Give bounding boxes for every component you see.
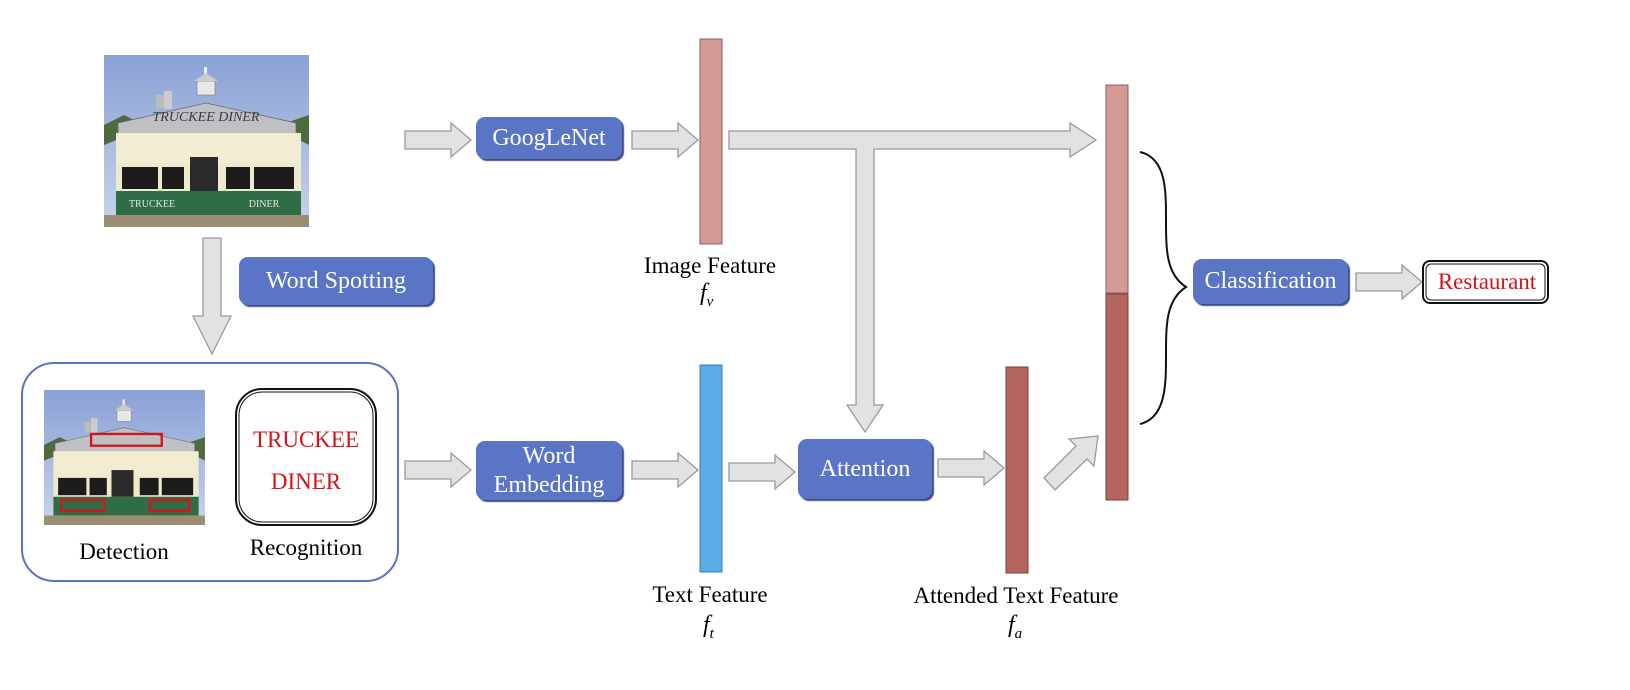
text-feature-symbol: ft bbox=[703, 612, 714, 642]
photo-sign-text: TRUCKEE DINER bbox=[153, 110, 260, 125]
word-embedding-box: Word Embedding bbox=[476, 441, 622, 500]
concat-text-part bbox=[1105, 293, 1129, 501]
output-box bbox=[1422, 260, 1549, 304]
classification-box: Classification bbox=[1193, 259, 1348, 304]
detection-recognition-panel bbox=[21, 362, 399, 582]
attention-label: Attention bbox=[819, 455, 911, 482]
text-feature-label: Text Feature bbox=[652, 582, 768, 607]
arrow-photo-to-googlenet bbox=[404, 122, 472, 158]
googlenet-label: GoogLeNet bbox=[492, 124, 606, 151]
word-embedding-label: Word Embedding bbox=[493, 442, 605, 498]
concat-brace bbox=[1139, 151, 1188, 425]
recognition-label: Recognition bbox=[249, 535, 363, 560]
image-feature-label: Image Feature bbox=[643, 253, 777, 278]
input-photo: TRUCKEE DINER TRUCKEE DINER bbox=[103, 54, 310, 228]
detection-photo bbox=[43, 389, 206, 526]
word-spotting-box: Word Spotting bbox=[239, 257, 433, 305]
arrow-feature-to-attention bbox=[728, 454, 796, 490]
image-feature-symbol: fv bbox=[700, 280, 714, 310]
attended-feature-bar bbox=[1005, 366, 1029, 574]
arrow-classification-to-output bbox=[1355, 264, 1423, 300]
text-feature-bar bbox=[699, 364, 723, 573]
arrow-panel-to-embedding bbox=[404, 452, 472, 488]
recognized-word-2: DINER bbox=[270, 469, 342, 494]
attention-box: Attention bbox=[798, 439, 932, 499]
arrow-attended-to-concat bbox=[1043, 435, 1099, 491]
word-spotting-label: Word Spotting bbox=[265, 267, 407, 294]
detection-label: Detection bbox=[79, 539, 169, 564]
photo-left-panel-text: TRUCKEE bbox=[129, 199, 175, 210]
classification-label: Classification bbox=[1204, 268, 1337, 294]
recognized-word-1: TRUCKEE bbox=[252, 427, 360, 452]
image-feature-bar bbox=[699, 38, 723, 245]
arrow-googlenet-to-feature bbox=[631, 122, 699, 158]
arrow-embedding-to-feature bbox=[631, 452, 699, 488]
attended-feature-label: Attended Text Feature bbox=[913, 583, 1119, 608]
output-label: Restaurant bbox=[1437, 269, 1537, 294]
arrow-image-feature-branch bbox=[728, 121, 1098, 434]
arrow-attention-to-attended bbox=[937, 450, 1005, 486]
arrow-photo-to-detection bbox=[191, 237, 233, 356]
googlenet-box: GoogLeNet bbox=[476, 117, 622, 159]
concat-image-part bbox=[1105, 84, 1129, 294]
attended-feature-symbol: fa bbox=[1008, 612, 1023, 642]
photo-right-panel-text: DINER bbox=[249, 199, 280, 210]
recognition-box bbox=[235, 388, 377, 526]
